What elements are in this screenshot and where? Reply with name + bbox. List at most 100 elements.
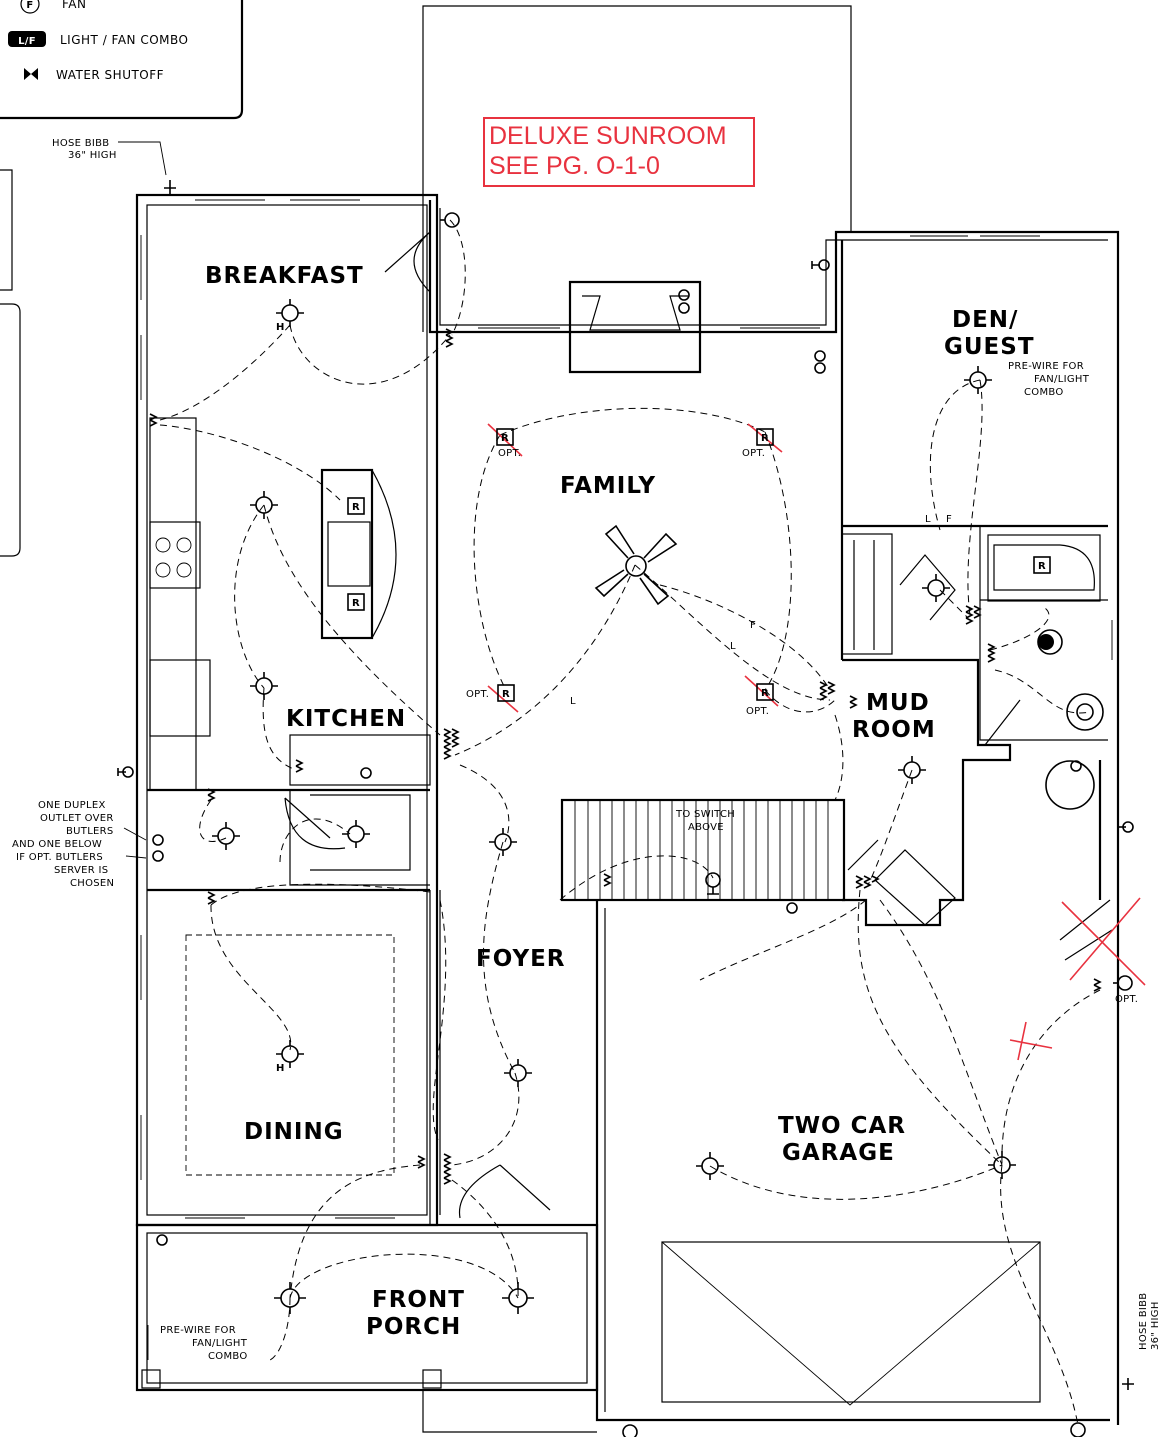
water-heater-icon	[1045, 760, 1095, 810]
wire-l-label: L	[730, 641, 736, 652]
legend-combo-label: LIGHT / FAN COMBO	[60, 33, 189, 47]
opt-label: OPT.	[1115, 994, 1138, 1005]
opt-label: OPT.	[746, 706, 769, 717]
room-breakfast: BREAKFAST	[205, 263, 364, 289]
wall-light-icon	[1113, 975, 1133, 991]
porch-prewire-line2: FAN/LIGHT	[192, 1338, 248, 1349]
red-markups	[487, 423, 1146, 1061]
ceiling-light-icon	[274, 1282, 306, 1314]
room-kitchen: KITCHEN	[286, 706, 406, 732]
wiring	[159, 219, 1101, 1426]
svg-text:R: R	[502, 689, 510, 700]
room-foyer: FOYER	[476, 946, 566, 972]
ceiling-fan-icon	[594, 524, 678, 606]
h-label: H	[276, 322, 285, 333]
room-den-line1: DEN/	[952, 307, 1018, 333]
ceiling-light-icon	[696, 1152, 724, 1180]
switch-icon	[149, 328, 1102, 1185]
wall-light-icon	[1070, 1422, 1086, 1437]
fan-symbol-icon: F	[20, 0, 40, 14]
recessed-light-icon: R	[347, 497, 365, 515]
ceiling-light-icon	[250, 491, 278, 519]
porch-prewire-line1: PRE-WIRE FOR	[160, 1325, 236, 1336]
ceiling-light-icon	[212, 822, 240, 850]
to-switch-line2: ABOVE	[688, 822, 724, 833]
hose-bibb-right-line1: HOSE BIBB	[1138, 1293, 1149, 1350]
svg-text:R: R	[352, 598, 360, 609]
den-prewire-line3: COMBO	[1024, 387, 1064, 398]
room-mud-line2: ROOM	[852, 717, 936, 743]
butlers-note-line3: BUTLERS	[66, 826, 114, 837]
annotations: HOSE BIBB 36" HIGH PRE-WIRE FOR FAN/LIGH…	[12, 138, 1161, 1362]
room-garage-line1: TWO CAR	[778, 1113, 906, 1139]
butlers-note-line1: ONE DUPLEX	[38, 800, 106, 811]
butlers-note-line6: SERVER IS	[54, 865, 108, 876]
sunroom-note-line2: SEE PG. O-1-0	[489, 152, 660, 180]
ceiling-light-icon	[922, 574, 950, 602]
room-dining: DINING	[244, 1119, 344, 1145]
ceiling-light-icon	[988, 1151, 1016, 1179]
butlers-note-line5: IF OPT. BUTLERS	[16, 852, 103, 863]
butlers-note-line2: OUTLET OVER	[40, 813, 114, 824]
wire-l-label: L	[925, 514, 931, 525]
room-porch-line2: PORCH	[366, 1314, 461, 1340]
room-family: FAMILY	[560, 473, 656, 499]
ceiling-light-icon	[489, 828, 517, 856]
ceiling-light-icon	[898, 756, 926, 784]
butlers-note-line4: AND ONE BELOW	[12, 839, 102, 850]
legend-shutoff-label: WATER SHUTOFF	[56, 68, 164, 82]
legend-fan-label: FAN	[62, 0, 87, 11]
wall-light-icon	[622, 1424, 638, 1437]
wire-f-label: F	[750, 620, 756, 631]
wall-light-icon	[440, 212, 460, 228]
room-porch-line1: FRONT	[372, 1287, 465, 1313]
wire-l-label: L	[570, 696, 576, 707]
recessed-light-icon: R	[756, 683, 774, 701]
opt-label: OPT.	[498, 448, 521, 459]
to-switch-line1: TO SWITCH	[675, 809, 735, 820]
svg-text:R: R	[352, 502, 360, 513]
recessed-light-icon: R	[347, 593, 365, 611]
water-shutoff-icon	[24, 68, 38, 80]
room-labels: BREAKFAST FAMILY KITCHEN DEN/ GUEST MUD …	[205, 263, 1035, 1340]
recessed-light-icon: R	[1033, 556, 1051, 574]
den-prewire-line2: FAN/LIGHT	[1034, 374, 1090, 385]
exhaust-fan-icon	[1066, 693, 1104, 731]
ceiling-light-icon	[964, 366, 992, 394]
opt-label: OPT.	[466, 689, 489, 700]
den-prewire-line1: PRE-WIRE FOR	[1008, 361, 1084, 372]
porch-prewire-line3: COMBO	[208, 1351, 248, 1362]
svg-text:R: R	[501, 433, 509, 444]
sunroom-note-line1: DELUXE SUNROOM	[489, 122, 727, 150]
ceiling-light-icon	[342, 820, 370, 848]
legend: F FAN L/F LIGHT / FAN COMBO WATER SHUTOF…	[0, 0, 244, 557]
h-label: H	[276, 1063, 285, 1074]
fixtures: H H R R R R R R R	[117, 180, 1134, 1437]
recessed-light-icon: R	[756, 428, 774, 446]
room-garage-line2: GARAGE	[782, 1140, 895, 1166]
opt-label: OPT.	[742, 448, 765, 459]
hose-bibb-top-line2: 36" HIGH	[68, 150, 117, 161]
ceiling-light-icon	[250, 672, 278, 700]
svg-text:R: R	[1038, 561, 1046, 572]
outlet-icon	[117, 259, 1134, 1246]
room-den-line2: GUEST	[944, 334, 1035, 360]
svg-text:F: F	[26, 0, 33, 11]
ceiling-light-icon	[502, 1282, 534, 1314]
svg-text:R: R	[761, 688, 769, 699]
exhaust-fan-icon	[1037, 629, 1063, 655]
ceiling-light-icon	[504, 1059, 532, 1087]
ceiling-light-icon	[276, 299, 304, 327]
hose-bibb-top-line1: HOSE BIBB	[52, 138, 109, 149]
hose-bibb-icon	[164, 180, 1134, 1390]
cooktop-icon	[155, 537, 192, 578]
wire-f-label: F	[946, 514, 952, 525]
recessed-light-icon: R	[497, 684, 515, 702]
sunroom-note: DELUXE SUNROOM SEE PG. O-1-0	[483, 117, 755, 187]
svg-text:L/F: L/F	[18, 36, 36, 47]
ceiling-light-icon	[276, 1040, 304, 1068]
hose-bibb-right-line2: 36" HIGH	[1150, 1301, 1161, 1350]
walls	[135, 5, 1120, 1433]
light-fan-combo-icon: L/F	[8, 31, 46, 47]
